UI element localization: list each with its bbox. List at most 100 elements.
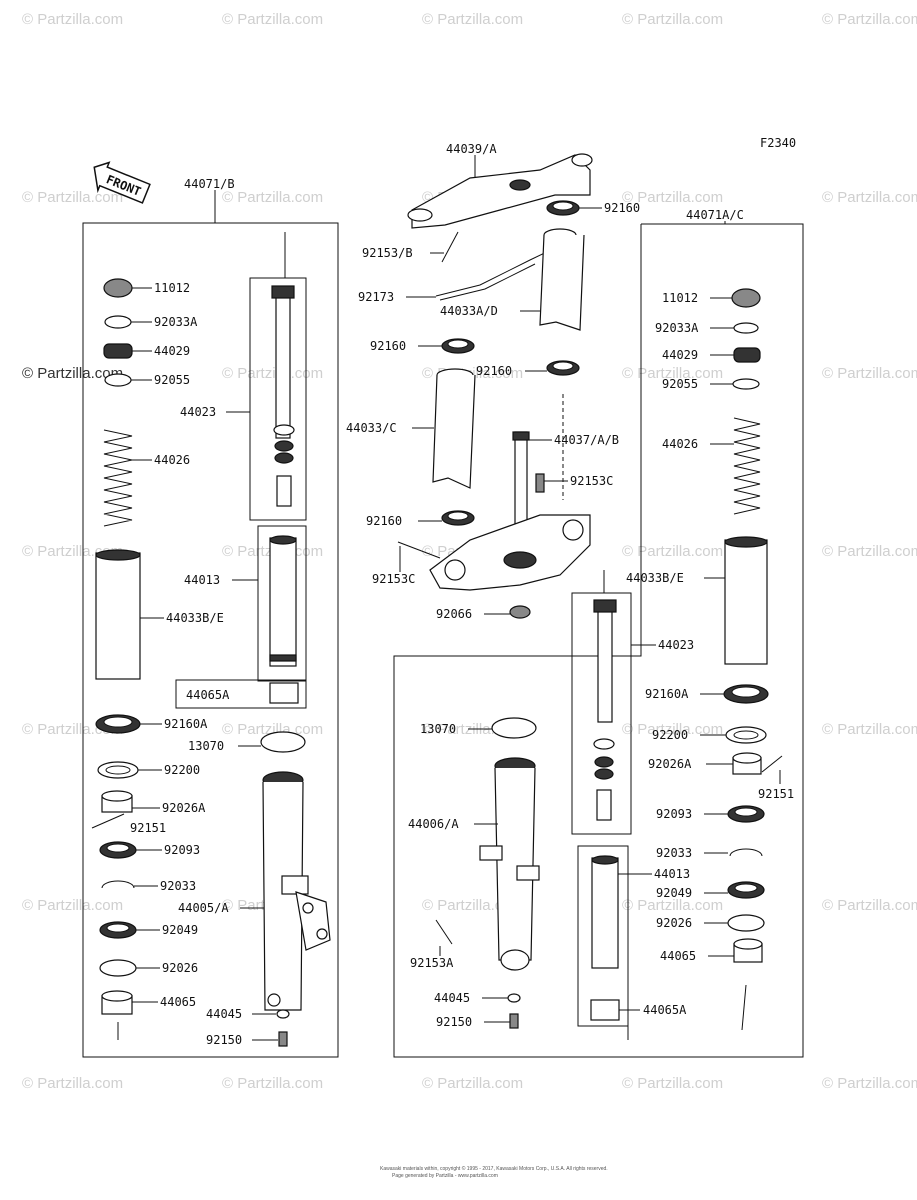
label-44045-left: 44045 [206, 1007, 242, 1021]
label-92160-a: 92160 [604, 201, 640, 215]
label-92026-left: 92026 [162, 961, 198, 975]
washer-92026 [99, 959, 137, 977]
label-92055-right: 92055 [662, 377, 698, 391]
label-44033c: 44033/C [346, 421, 397, 435]
label-92160a-right: 92160A [645, 687, 689, 701]
watermark: © Partzilla.com [822, 11, 917, 28]
watermark: © Partzilla.com [422, 11, 523, 28]
label-92151-right: 92151 [758, 787, 794, 801]
damper-box-44023-right [571, 592, 632, 835]
watermark: © Partzilla.com [622, 1075, 723, 1092]
label-92026a-left: 92026A [162, 801, 206, 815]
watermark: © Partzilla.com [222, 189, 323, 206]
label-44023-left: 44023 [180, 405, 216, 419]
label-92200-right: 92200 [652, 728, 688, 742]
label-92173: 92173 [358, 290, 394, 304]
label-44037ab: 44037/A/B [554, 433, 619, 447]
tube-44033be-right [724, 539, 768, 665]
label-92153b: 92153/B [362, 246, 413, 260]
label-92160-b: 92160 [370, 339, 406, 353]
label-92153c-b: 92153C [372, 572, 415, 586]
label-44033ad: 44033A/D [440, 304, 498, 318]
watermark: © Partzilla.com [622, 11, 723, 28]
cap-11012-right [731, 288, 761, 308]
label-44026-left: 44026 [154, 453, 190, 467]
watermark: © Partzilla.com [222, 1075, 323, 1092]
label-92200-left: 92200 [164, 763, 200, 777]
ring-13070 [260, 731, 306, 753]
watermark: © Partzilla.com [622, 721, 723, 738]
label-13070-left: 13070 [188, 739, 224, 753]
washer-92026-right [727, 914, 765, 932]
label-92150-right: 92150 [436, 1015, 472, 1029]
o-ring-92033a-right [733, 322, 759, 334]
label-44033be-right: 44033B/E [626, 571, 684, 585]
nut-92066 [509, 605, 531, 619]
watermark: © Partzilla.com [222, 11, 323, 28]
spring-44026 [103, 429, 133, 527]
label-92049-right: 92049 [656, 886, 692, 900]
washer-44045-right [507, 993, 521, 1003]
label-92066: 92066 [436, 607, 472, 621]
label-44005a-left: 44005/A [178, 901, 229, 915]
label-13070-right: 13070 [420, 722, 456, 736]
plug-44029-right [733, 347, 761, 363]
label-44045-right: 44045 [434, 991, 470, 1005]
figure-code: F2340 [760, 136, 796, 150]
o-ring-92055-right [732, 378, 760, 390]
o-ring-92055 [104, 373, 132, 387]
label-44013-right: 44013 [654, 867, 690, 881]
label-44071ac: 44071A/C [686, 208, 744, 222]
cylinder-box-44013-right [577, 845, 629, 1027]
upper-bracket-44039a [407, 153, 593, 229]
steering-assembly: 44039/A 92160 92153/B 92173 44033A/D 921… [346, 142, 640, 621]
washer-92200-right [725, 726, 767, 744]
cylinder-box-44013 [257, 525, 307, 682]
watermark: © Partzilla.com [22, 189, 123, 206]
bushing-44065a [269, 682, 299, 704]
bolt-92153a [435, 919, 453, 945]
o-ring-92033a [104, 315, 132, 329]
rod-44023-right [597, 601, 613, 723]
bolt-92153c-b [397, 541, 441, 559]
right-fork-assembly: 44071A/C 11012 92033A 44029 92055 44026 … [393, 208, 804, 1058]
label-92055-left: 92055 [154, 373, 190, 387]
label-92033a-left: 92033A [154, 315, 198, 329]
outer-tube-44005a [262, 771, 331, 1011]
label-92160a-left: 92160A [164, 717, 208, 731]
rod-44023 [275, 287, 291, 439]
label-44026-right: 44026 [662, 437, 698, 451]
watermark: © Partzilla.com [822, 897, 917, 914]
left-fork-frame [82, 222, 339, 1058]
label-92026-right: 92026 [656, 916, 692, 930]
plug-44029 [103, 343, 133, 359]
label-11012-left: 11012 [154, 281, 190, 295]
clip-92033-right [729, 848, 763, 857]
label-44029-left: 44029 [154, 344, 190, 358]
right-fork-frame [393, 223, 804, 1058]
footer-copyright: Kawasaki materials within, copyright © 1… [380, 1165, 608, 1172]
label-44006a-right: 44006/A [408, 817, 459, 831]
label-44023-right: 44023 [658, 638, 694, 652]
label-92093-right: 92093 [656, 807, 692, 821]
ring-13070-right [491, 717, 537, 739]
label-44065-left: 44065 [160, 995, 196, 1009]
watermark-dark: © Partzilla.com [22, 365, 123, 382]
watermark: © Partzilla.com [222, 721, 323, 738]
label-44033be-left: 44033B/E [166, 611, 224, 625]
watermark: © Partzilla.com [622, 543, 723, 560]
bolt-92153b [441, 231, 459, 263]
label-44065-right: 44065 [660, 949, 696, 963]
washer-92200 [97, 761, 139, 779]
bolt-92150-right [509, 1013, 519, 1029]
cylinder-44013 [269, 537, 297, 667]
label-92093-left: 92093 [164, 843, 200, 857]
left-fork-assembly: 44071/B 11012 92033A 44029 92055 44026 4… [82, 177, 339, 1058]
spring-44026-right [733, 417, 761, 515]
cover-44033ad [539, 228, 585, 331]
label-92033a-right: 92033A [655, 321, 699, 335]
damper-box-44023 [249, 277, 307, 521]
label-92033-right: 92033 [656, 846, 692, 860]
